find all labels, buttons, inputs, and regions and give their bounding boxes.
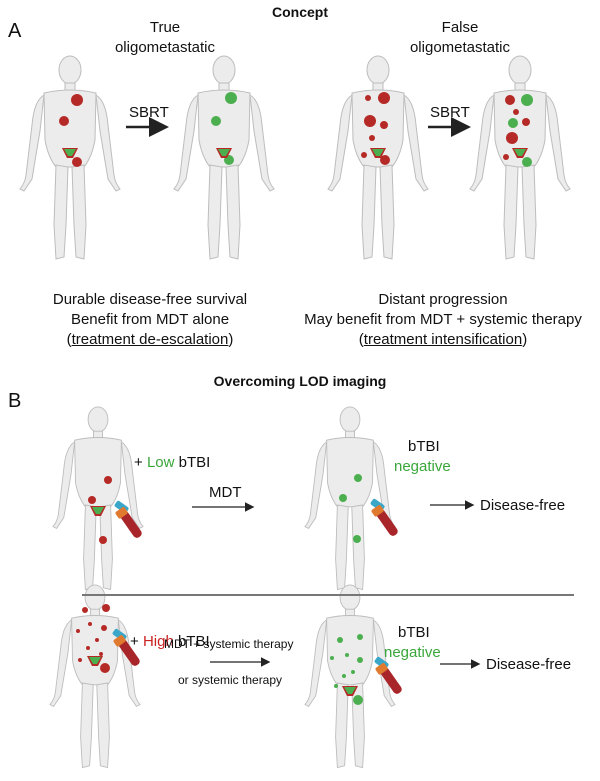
high-btbi-label: + High bTBI xyxy=(130,632,210,652)
body-high-before xyxy=(49,584,141,769)
right-paren-open: ( xyxy=(358,331,364,348)
row1-outcome: Disease-free xyxy=(480,497,566,514)
false-oligo-label: False oligometastatic xyxy=(385,18,535,58)
left-paren-open: ( xyxy=(66,331,72,348)
right-caption-line3: (treatment intensification) xyxy=(300,330,586,350)
or-systemic-label: or systemic therapy xyxy=(178,673,283,687)
row1-result-status: negative xyxy=(394,458,451,475)
body-low-after xyxy=(304,406,396,591)
row2-outcome: Disease-free xyxy=(486,656,572,673)
mdt-systemic-label: MDT + systemic therapy xyxy=(164,637,294,651)
sbrt-label-left: SBRT xyxy=(129,104,169,121)
true-label-line2: oligometastatic xyxy=(114,39,216,56)
row1-result-test: bTBI xyxy=(408,438,440,455)
left-caption-line1: Durable disease-free survival xyxy=(52,291,248,308)
body-high-after xyxy=(304,584,396,769)
row-divider xyxy=(82,594,574,596)
lesions-true-before xyxy=(59,94,83,167)
treatment-intensification: treatment intensification xyxy=(363,331,523,348)
mdt-label: MDT xyxy=(209,484,242,501)
left-caption-line2: Benefit from MDT alone xyxy=(70,311,230,328)
right-caption-line2: May benefit from MDT + systemic therapy xyxy=(304,311,582,328)
high-level: High xyxy=(142,633,174,650)
btbi-text: bTBI xyxy=(177,633,210,650)
row2-result-status: negative xyxy=(384,644,441,661)
panel-b-title: Overcoming LOD imaging xyxy=(213,373,387,389)
plus-sign: + xyxy=(134,454,143,471)
right-caption: Distant progression May benefit from MDT… xyxy=(300,290,586,350)
low-btbi-label: + Low bTBI xyxy=(134,453,210,473)
panel-a-title: Concept xyxy=(272,4,328,20)
false-label-line1: False xyxy=(441,19,479,36)
low-level: Low xyxy=(146,454,175,471)
lesions-false-after xyxy=(503,94,533,167)
treatment-de-escalation: treatment de-escalation xyxy=(71,331,229,348)
lesions-false-before xyxy=(361,92,390,165)
body-low-before xyxy=(52,406,144,591)
right-paren-close: ) xyxy=(522,331,528,348)
false-label-line2: oligometastatic xyxy=(409,39,511,56)
lesions-high-before xyxy=(76,604,110,673)
true-label-line1: True xyxy=(149,19,181,36)
sbrt-label-right: SBRT xyxy=(430,104,470,121)
left-paren-close: ) xyxy=(228,331,234,348)
panel-b-letter: B xyxy=(8,390,22,412)
btbi-text: bTBI xyxy=(178,454,211,471)
right-caption-line1: Distant progression xyxy=(378,291,508,308)
row2-result-test: bTBI xyxy=(398,624,430,641)
lesions-low-after xyxy=(339,474,362,543)
left-caption: Durable disease-free survival Benefit fr… xyxy=(20,290,280,350)
plus-sign: + xyxy=(130,633,139,650)
panel-a-letter: A xyxy=(8,20,22,42)
true-oligo-label: True oligometastatic xyxy=(90,18,240,58)
lesions-high-after xyxy=(330,634,363,705)
left-caption-line3: (treatment de-escalation) xyxy=(20,330,280,350)
lesions-low-before xyxy=(88,476,112,544)
